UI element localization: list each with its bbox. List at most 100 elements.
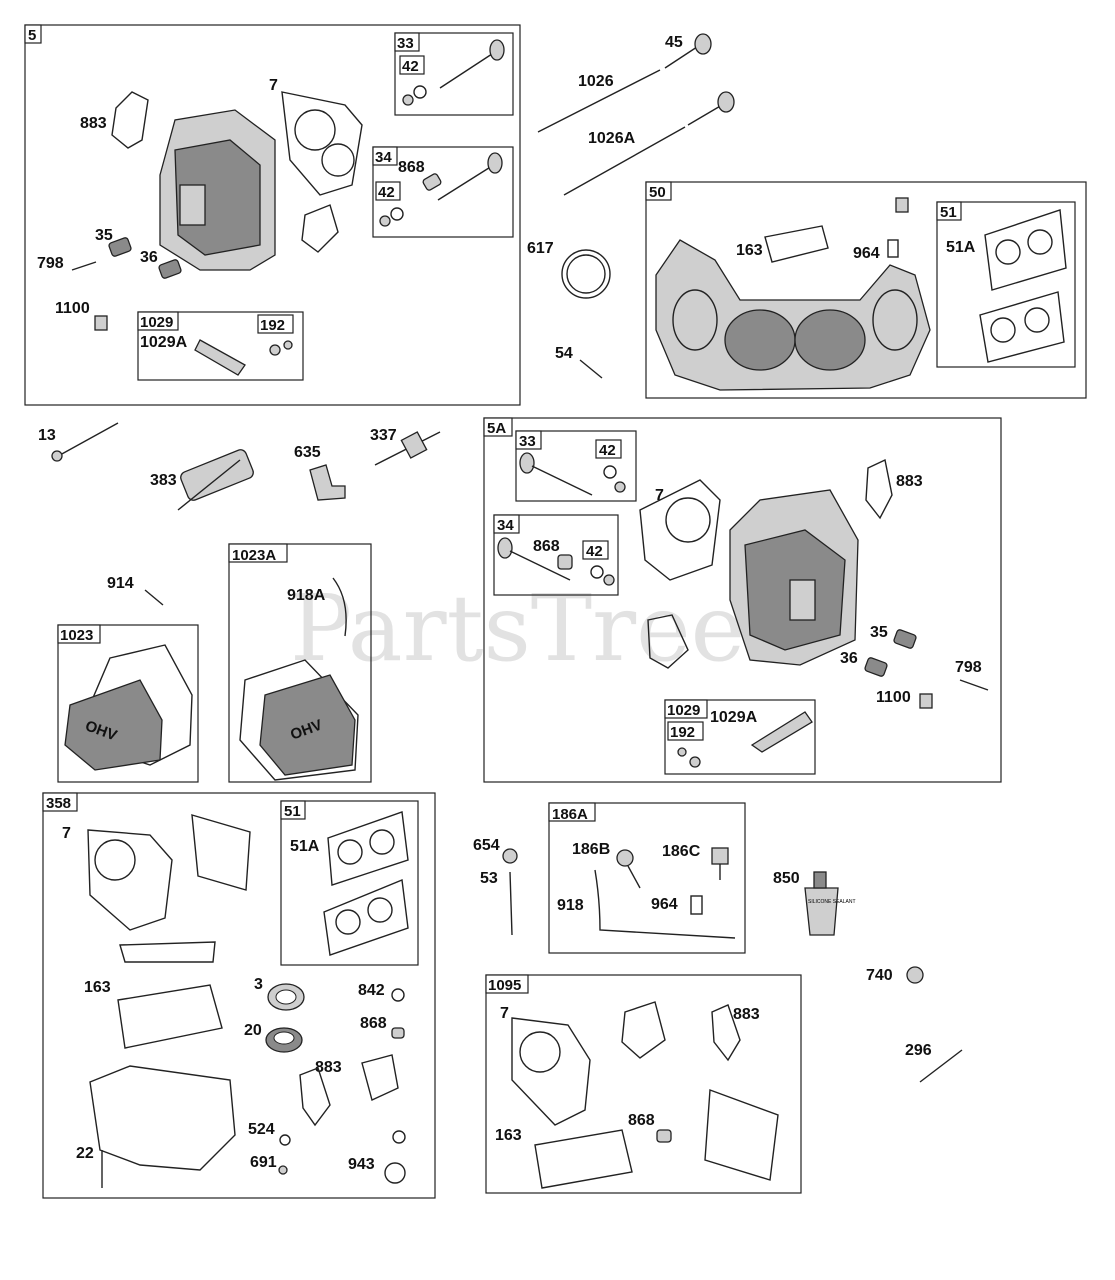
head-gasket-7[interactable] bbox=[87, 829, 173, 931]
part-964-label: 964 bbox=[853, 245, 880, 262]
head-gasket-7[interactable] bbox=[511, 1017, 591, 1126]
nut-192[interactable] bbox=[677, 747, 701, 768]
watermark: PartsTree bbox=[290, 575, 745, 682]
seal-868[interactable] bbox=[391, 1027, 405, 1039]
gasket-883[interactable] bbox=[865, 458, 893, 520]
valve-keeper-part[interactable] bbox=[590, 565, 615, 586]
part-22-label: 22 bbox=[76, 1145, 94, 1162]
spring-35[interactable] bbox=[108, 237, 132, 257]
screw-914[interactable] bbox=[144, 589, 164, 606]
nut-192[interactable] bbox=[269, 340, 293, 356]
ring-part[interactable] bbox=[392, 1130, 406, 1144]
tube-964[interactable] bbox=[887, 239, 899, 258]
fitting-part[interactable] bbox=[895, 197, 909, 213]
screw-54[interactable] bbox=[579, 359, 603, 379]
group-186A-frame bbox=[548, 802, 746, 954]
valve-part[interactable] bbox=[519, 452, 593, 496]
pin-691[interactable] bbox=[278, 1165, 288, 1175]
gasket-163[interactable] bbox=[117, 984, 223, 1049]
group-33-tag: 33 bbox=[519, 433, 536, 450]
gasket-883[interactable] bbox=[711, 1004, 741, 1062]
intake-manifold-part[interactable] bbox=[655, 239, 931, 391]
group-33-frame bbox=[515, 430, 637, 502]
gasket-part[interactable] bbox=[621, 1001, 666, 1059]
group-50-frame bbox=[645, 181, 1087, 399]
hose-918[interactable] bbox=[594, 869, 736, 939]
gasket-small[interactable] bbox=[301, 204, 339, 253]
valve-keeper-part[interactable] bbox=[603, 465, 626, 493]
valve-part[interactable] bbox=[439, 39, 505, 89]
pushrod-1026[interactable] bbox=[537, 69, 661, 133]
ring-943[interactable] bbox=[384, 1162, 406, 1184]
sealant-tube-850[interactable]: SILICONE SEALANT bbox=[804, 871, 856, 936]
group-42-tag: 42 bbox=[378, 184, 395, 201]
group-1029-tag: 1029 bbox=[667, 702, 700, 719]
part-883-label: 883 bbox=[80, 115, 107, 132]
bolt-798[interactable] bbox=[959, 679, 989, 691]
fitting-186B[interactable] bbox=[616, 849, 641, 889]
group-42-tag: 42 bbox=[599, 442, 616, 459]
gasket-883[interactable] bbox=[111, 91, 149, 149]
seal-3[interactable] bbox=[267, 983, 305, 1011]
part-383-label: 383 bbox=[150, 472, 177, 489]
part-54-label: 54 bbox=[555, 345, 573, 362]
valve-part[interactable] bbox=[422, 152, 503, 201]
cylinder-head-part[interactable] bbox=[729, 489, 859, 666]
fitting-186C[interactable] bbox=[711, 847, 729, 880]
ring-842[interactable] bbox=[391, 988, 405, 1002]
gasket-883[interactable] bbox=[299, 1067, 331, 1127]
gasket-part[interactable] bbox=[191, 814, 251, 891]
spring-35[interactable] bbox=[893, 629, 917, 649]
exhaust-gasket-part[interactable] bbox=[979, 291, 1065, 363]
cylinder-head-part[interactable] bbox=[159, 109, 276, 271]
part-914-label: 914 bbox=[107, 575, 134, 592]
valve-cover-part[interactable]: OHV bbox=[239, 659, 359, 781]
sealant-label: SILICONE SEALANT bbox=[808, 899, 856, 905]
valve-keeper-part[interactable] bbox=[379, 207, 404, 227]
part-524-label: 524 bbox=[248, 1121, 275, 1138]
tube-45[interactable] bbox=[664, 33, 712, 69]
nut-654[interactable] bbox=[502, 848, 518, 864]
clip-1100[interactable] bbox=[919, 693, 933, 709]
gasket-part[interactable] bbox=[704, 1089, 779, 1181]
crankcase-gasket-part[interactable] bbox=[89, 1065, 236, 1171]
ring-524[interactable] bbox=[279, 1134, 291, 1146]
gasket-163[interactable] bbox=[534, 1129, 633, 1189]
rocker-arm-part[interactable] bbox=[750, 711, 813, 753]
seal-617[interactable] bbox=[561, 249, 611, 299]
exhaust-gasket-part[interactable] bbox=[327, 811, 409, 886]
head-gasket-7[interactable] bbox=[639, 479, 721, 581]
head-gasket-7[interactable] bbox=[281, 91, 363, 196]
clip-1100[interactable] bbox=[94, 315, 108, 331]
bolt-13[interactable] bbox=[51, 422, 119, 462]
bolt-798[interactable] bbox=[71, 261, 97, 271]
valve-keeper-part[interactable] bbox=[402, 85, 427, 106]
exhaust-gasket-part[interactable] bbox=[984, 209, 1067, 291]
hose-918A[interactable] bbox=[332, 577, 347, 637]
part-883-label: 883 bbox=[315, 1059, 342, 1076]
elbow-635[interactable] bbox=[309, 464, 346, 501]
seal-20[interactable] bbox=[265, 1027, 303, 1053]
seal-868[interactable] bbox=[656, 1129, 672, 1143]
tube-part[interactable] bbox=[687, 91, 735, 126]
stud-53[interactable] bbox=[509, 871, 513, 936]
spring-36[interactable] bbox=[864, 657, 888, 677]
gasket-part[interactable] bbox=[361, 1054, 399, 1101]
gasket-part[interactable] bbox=[119, 941, 216, 963]
group-1023A-tag: 1023A bbox=[232, 547, 276, 564]
spring-36[interactable] bbox=[158, 259, 182, 279]
gasket-small[interactable] bbox=[647, 614, 689, 669]
rocker-arm-part[interactable] bbox=[194, 339, 246, 376]
breather-383[interactable] bbox=[177, 448, 255, 511]
part-918A-label: 918A bbox=[287, 587, 326, 604]
exhaust-gasket-part[interactable] bbox=[323, 879, 409, 956]
plug-740[interactable] bbox=[906, 966, 924, 984]
valve-cover-part[interactable]: OHV bbox=[64, 644, 193, 771]
pushrod-1026A[interactable] bbox=[563, 126, 686, 196]
gasket-163[interactable] bbox=[764, 225, 829, 263]
valve-part[interactable] bbox=[497, 537, 573, 581]
sensor-296[interactable] bbox=[919, 1049, 963, 1083]
spark-plug-337[interactable] bbox=[374, 431, 441, 466]
tube-964[interactable] bbox=[690, 895, 703, 915]
